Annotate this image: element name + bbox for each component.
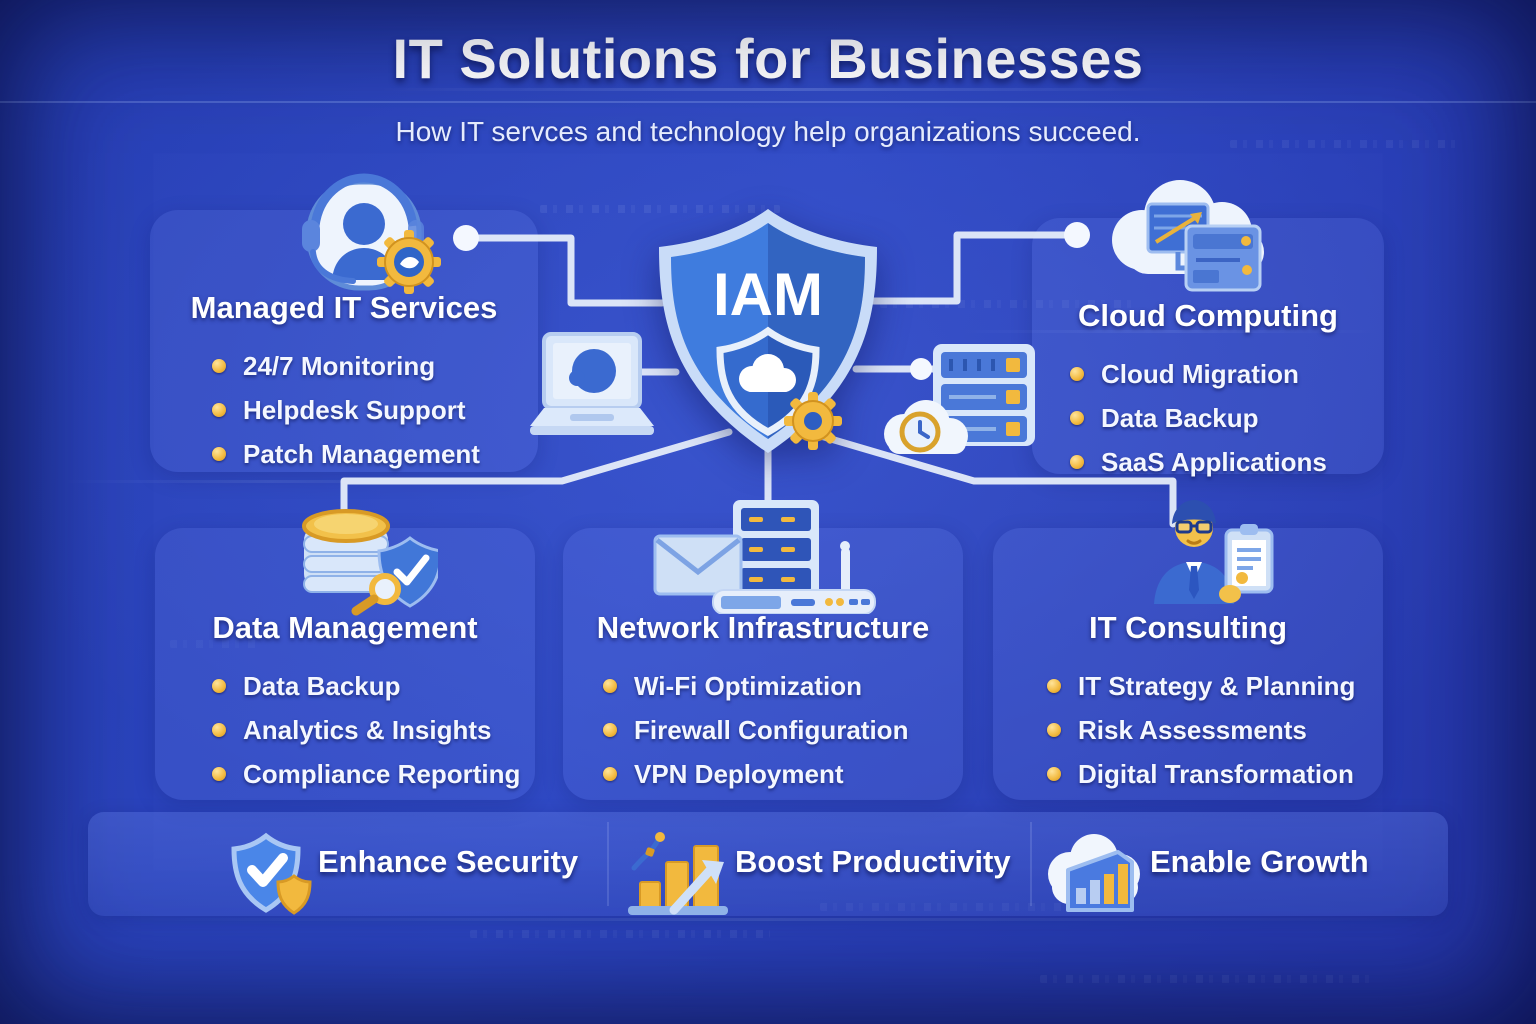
section-network-infrastructure: Network Infrastructure Wi-Fi Optimizatio…: [563, 528, 963, 796]
iam-shield-icon: IAM: [659, 209, 877, 453]
cloud-glyph: [739, 354, 796, 392]
list-item: Analytics & Insights: [212, 708, 535, 752]
footer-label: Boost Productivity: [735, 844, 1011, 879]
bullet-dot-icon: [1047, 767, 1061, 781]
list-item: Wi-Fi Optimization: [603, 664, 963, 708]
cloud-bar-chart-icon: [1048, 834, 1140, 912]
list-item: IT Strategy & Planning: [1047, 664, 1383, 708]
background-texture: [1230, 140, 1460, 148]
bullet-dot-icon: [603, 767, 617, 781]
bullet-dot-icon: [212, 767, 226, 781]
background-texture: [380, 88, 1180, 91]
headset-agent-gear-icon: [302, 173, 441, 294]
shield-check-icon: [231, 832, 312, 915]
iam-label: IAM: [713, 261, 823, 328]
footer-label: Enable Growth: [1150, 844, 1369, 879]
section-title: IT Consulting: [1088, 610, 1288, 645]
bullet-dot-icon: [603, 679, 617, 693]
bullet-dot-icon: [603, 723, 617, 737]
list-item: Cloud Migration: [1070, 352, 1384, 396]
cloud-servers-icon: [1112, 180, 1264, 292]
list-item: VPN Deployment: [603, 752, 963, 796]
server-clock-cloud-icon: [884, 344, 1035, 454]
consultant-clipboard-icon: [1154, 500, 1274, 604]
page-title: IT Solutions for Businesses: [392, 27, 1144, 90]
divider: [1030, 822, 1032, 906]
list-item: 24/7 Monitoring: [212, 344, 538, 388]
laptop-icon: [530, 332, 654, 435]
bullet-dot-icon: [1070, 367, 1084, 381]
bullet-dot-icon: [212, 447, 226, 461]
bullet-list: Data Backup Analytics & Insights Complia…: [155, 664, 535, 796]
bullet-dot-icon: [212, 359, 226, 373]
section-title: Managed IT Services: [190, 290, 498, 325]
bullet-list: Wi-Fi Optimization Firewall Configuratio…: [563, 664, 963, 796]
bar-chart-arrow-icon: [628, 832, 728, 915]
bullet-dot-icon: [212, 679, 226, 693]
gear-icon: [784, 392, 842, 450]
background-texture: [540, 205, 780, 213]
background-texture: [0, 101, 1536, 103]
background-texture: [120, 918, 1410, 921]
background-texture: [960, 330, 1380, 333]
bullet-list: Cloud Migration Data Backup SaaS Applica…: [1032, 352, 1384, 484]
list-item: Risk Assessments: [1047, 708, 1383, 752]
page-subtitle: How IT servces and technology help organ…: [395, 116, 1141, 147]
section-title: Network Infrastructure: [596, 610, 930, 645]
background-texture: [470, 930, 770, 938]
background-texture: [1040, 975, 1370, 983]
bullet-dot-icon: [212, 403, 226, 417]
bullet-dot-icon: [1070, 455, 1084, 469]
background-texture: [820, 903, 1080, 911]
section-cloud-computing: Cloud Computing Cloud Migration Data Bac…: [1032, 218, 1384, 484]
section-title: Data Management: [212, 610, 478, 645]
bullet-list: 24/7 Monitoring Helpdesk Support Patch M…: [150, 344, 538, 476]
mail-server-router-icon: [653, 500, 876, 614]
section-managed-it-services: Managed IT Services 24/7 Monitoring Help…: [150, 210, 538, 476]
footer-band: [88, 812, 1448, 916]
bullet-list: IT Strategy & Planning Risk Assessments …: [993, 664, 1383, 796]
list-item: Firewall Configuration: [603, 708, 963, 752]
section-title: Cloud Computing: [1078, 298, 1338, 333]
divider: [607, 822, 609, 906]
list-item: Digital Transformation: [1047, 752, 1383, 796]
list-item: SaaS Applications: [1070, 440, 1384, 484]
list-item: Compliance Reporting: [212, 752, 535, 796]
bullet-dot-icon: [1047, 723, 1061, 737]
bullet-dot-icon: [1070, 411, 1084, 425]
bullet-dot-icon: [212, 723, 226, 737]
list-item: Helpdesk Support: [212, 388, 538, 432]
background-texture: [170, 640, 260, 648]
section-data-management: Data Management Data Backup Analytics & …: [155, 528, 535, 796]
background-texture: [60, 480, 480, 483]
list-item: Patch Management: [212, 432, 538, 476]
gear-icon: [377, 230, 441, 294]
database-shield-magnifier-icon: [302, 509, 438, 616]
footer-label: Enhance Security: [318, 844, 579, 879]
list-item: Data Backup: [1070, 396, 1384, 440]
list-item: Data Backup: [212, 664, 535, 708]
bullet-dot-icon: [1047, 679, 1061, 693]
section-it-consulting: IT Consulting IT Strategy & Planning Ris…: [993, 528, 1383, 796]
background-texture: [880, 300, 1140, 308]
